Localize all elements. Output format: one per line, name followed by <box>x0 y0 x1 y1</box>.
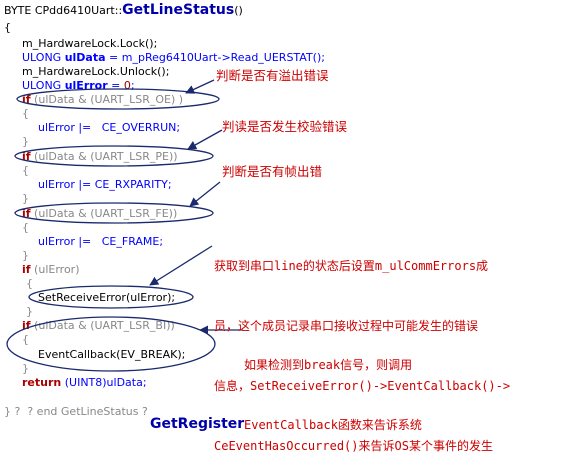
end-comment: } ? ? end GetLineStatus ? <box>4 405 148 418</box>
class-name: CPdd6410Uart:: <box>34 4 123 17</box>
return-statement: return (UINT8)ulData; <box>22 376 147 389</box>
stmt-parity: ulError |= CE_RXPARITY; <box>38 178 172 191</box>
if-frame: if (ulData & (UART_LSR_FE)) <box>22 207 178 220</box>
brace-open: { <box>4 21 11 34</box>
annotation-parity: 判读是否发生校验错误 <box>222 119 348 134</box>
function-name: GetLineStatus <box>122 2 235 18</box>
code-line-unlock: m_HardwareLock.Unlock(); <box>22 65 170 78</box>
stmt-overrun: ulError |= CE_OVERRUN; <box>38 121 181 134</box>
brace: { <box>26 277 33 290</box>
stmt-event-callback: EventCallback(EV_BREAK); <box>38 348 186 361</box>
brace: } <box>26 305 33 318</box>
stmt-set-receive-error: SetReceiveError(ulError); <box>38 291 176 304</box>
code-line-ulong-data: ULONG ulData = m_pReg6410Uart->Read_UERS… <box>22 51 325 64</box>
return-type: BYTE <box>4 4 32 17</box>
code-line-ulong-error: ULONG ulError = 0; <box>22 79 135 92</box>
if-break: if (ulData & (UART_LSR_BI)) <box>22 319 175 332</box>
function-header: BYTE CPdd6410Uart::GetLineStatus() <box>4 2 243 18</box>
brace: } <box>22 192 29 205</box>
brace: } <box>22 249 29 262</box>
brace: } <box>22 362 29 375</box>
if-error: if (ulError) <box>22 263 80 276</box>
if-overrun: if (ulData & (UART_LSR_OE) ) <box>22 93 184 106</box>
brace: { <box>22 333 29 346</box>
if-parity: if (ulData & (UART_LSR_PE)) <box>22 150 178 163</box>
code-line-lock: m_HardwareLock.Lock(); <box>22 37 158 50</box>
stmt-frame: ulError |= CE_FRAME; <box>38 235 164 248</box>
annotation-overrun: 判断是否有溢出错误 <box>216 68 329 83</box>
brace: { <box>22 107 29 120</box>
annotation-break: 如果检测到break信号，则调用 EventCallback函数来告诉系统 <box>244 358 422 432</box>
annotation-frame: 判断是否有帧出错 <box>222 164 323 179</box>
brace: { <box>22 221 29 234</box>
brace: } <box>22 135 29 148</box>
brace: { <box>22 164 29 177</box>
